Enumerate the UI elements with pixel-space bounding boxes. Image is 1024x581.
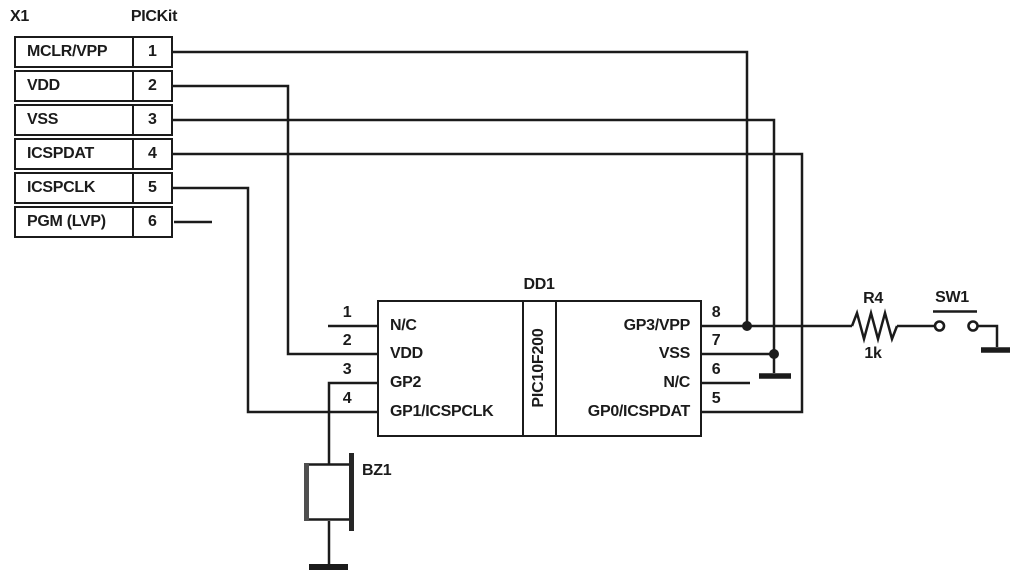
chip-pin-label-nc-right: N/C (663, 374, 690, 391)
connector-ref-label: X1 (10, 8, 29, 25)
wire-vdd (173, 84, 377, 356)
connector-row-vss: VSS 3 (14, 104, 173, 136)
connector-row-label: ICSPCLK (27, 179, 96, 196)
switch-ref-label: SW1 (935, 289, 969, 306)
wire-vss (173, 118, 776, 373)
switch-contact-left (933, 320, 946, 332)
connector-row-label: MCLR/VPP (27, 43, 108, 60)
wire-gp2-to-buzzer (327, 381, 377, 464)
connector-pin-number: 5 (132, 174, 171, 202)
resistor-symbol (850, 308, 899, 344)
chip-pin-label-vss: VSS (658, 345, 690, 362)
chip-part-number: PIC10F200 (530, 328, 547, 408)
connector-pin-number: 4 (132, 140, 171, 168)
chip-pin-number-8: 8 (711, 304, 721, 321)
chip-pin-label-gp2: GP2 (390, 374, 422, 391)
chip-part-strip (522, 300, 557, 437)
chip-pin-number-2: 2 (342, 332, 352, 349)
chip-pin-number-6: 6 (711, 361, 721, 378)
buzzer-ref-label: BZ1 (362, 462, 392, 479)
wire-switch-to-ground (977, 324, 999, 347)
connector-row-vdd: VDD 2 (14, 70, 173, 102)
switch-contact-right (967, 320, 979, 332)
connector-row-icspclk: ICSPCLK 5 (14, 172, 173, 204)
connector-pin-number: 2 (132, 72, 171, 100)
chip-pin-label-nc-left: N/C (390, 317, 417, 334)
connector-row-label: ICSPDAT (27, 145, 94, 162)
resistor-value-label: 1k (864, 345, 882, 362)
connector-pin-number: 3 (132, 106, 171, 134)
chip-pin-number-3: 3 (342, 361, 352, 378)
chip-pin-label-gp0: GP0/ICSPDAT (587, 403, 691, 420)
connector-row-label: VSS (27, 111, 59, 128)
connector-row-mclr: MCLR/VPP 1 (14, 36, 173, 68)
connector-row-pgm: PGM (LVP) 6 (14, 206, 173, 238)
connector-row-icspdat: ICSPDAT 4 (14, 138, 173, 170)
connector-row-label: PGM (LVP) (27, 213, 106, 230)
chip-pin-number-5: 5 (711, 390, 721, 407)
junction-dot-vss (769, 349, 779, 359)
chip-ref-label: DD1 (523, 276, 555, 293)
chip-pin-label-gp1: GP1/ICSPCLK (390, 403, 494, 420)
chip-pin-number-7: 7 (711, 332, 721, 349)
chip-pin-label-vdd: VDD (390, 345, 423, 362)
resistor-ref-label: R4 (863, 290, 883, 307)
chip-body (377, 300, 702, 437)
chip-pin-number-4: 4 (342, 390, 352, 407)
chip-pin-number-1: 1 (342, 304, 352, 321)
wire-icspclk (173, 186, 377, 414)
wire-mclr-vpp (173, 50, 749, 326)
junction-dot-gp3 (742, 321, 752, 331)
connector-row-label: VDD (27, 77, 60, 94)
chip-pin-label-gp3: GP3/VPP (623, 317, 691, 334)
connector-pin-number: 1 (132, 38, 171, 66)
connector-type-label: PICKit (130, 8, 178, 25)
wire-icspdat (173, 152, 804, 414)
connector-pin-number: 6 (132, 208, 171, 236)
